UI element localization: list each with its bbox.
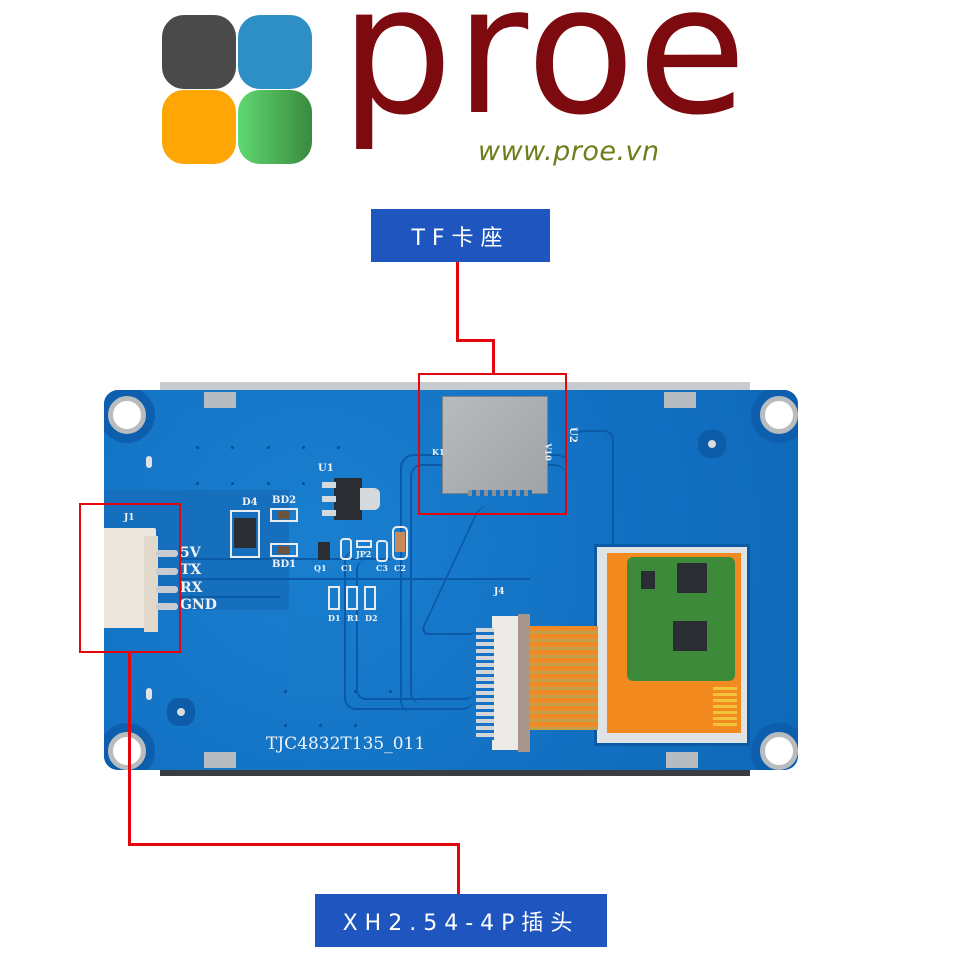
lcd-frame-bottom-edge: [160, 768, 750, 776]
silk-u2: U2: [566, 427, 578, 443]
trace: [344, 550, 474, 710]
callout-tf-slot: TF卡座: [371, 209, 550, 262]
u1-pin: [322, 482, 336, 488]
highlight-tf-slot: [418, 373, 567, 515]
lcd-gold-fingers: [713, 687, 737, 727]
ground-pour: [289, 618, 349, 698]
mounting-hole: [108, 396, 146, 434]
silk-model-number: TJC4832T135_011: [266, 734, 426, 754]
j1-pin: [156, 550, 178, 557]
logo-square-orange: [162, 90, 236, 164]
logo-square-green: [238, 90, 312, 164]
logo-square-dark-gray: [162, 15, 236, 89]
trace: [356, 560, 474, 700]
leader-line: [456, 339, 495, 342]
callout-xh-connector-label: XH2.54-4P插头: [342, 910, 580, 936]
logo-url: www.proe.vn: [478, 136, 660, 167]
silk-j1: J1: [124, 513, 135, 523]
mounting-hole: [760, 732, 798, 770]
r1-pads: [346, 586, 358, 610]
bd1-bead: [278, 546, 290, 554]
slot-mark: [146, 688, 152, 700]
bd1-pads: [270, 543, 298, 557]
u1-pin: [322, 496, 336, 502]
frame-tab: [204, 392, 236, 408]
silk-j4: J4: [494, 587, 505, 597]
silk-c1: C1: [341, 563, 353, 573]
silk-pin-tx: TX: [180, 562, 202, 578]
silk-q1: Q1: [314, 563, 327, 573]
leader-line: [492, 339, 495, 375]
trace: [180, 596, 280, 598]
j1-pin: [156, 603, 178, 610]
c3-pads: [376, 540, 388, 562]
c1-pads: [340, 538, 352, 560]
silk-pin-5v: 5V: [180, 545, 201, 561]
lcd-small-ic: [641, 571, 655, 589]
c2-capacitor: [395, 532, 405, 552]
lcd-frame-top-edge: [160, 382, 750, 392]
bd2-bead: [278, 511, 290, 519]
u1-tab: [360, 488, 380, 510]
tf-card-slot: [442, 396, 548, 494]
c2-pads: [392, 526, 408, 560]
leader-line: [128, 843, 460, 846]
fpc-ribbon: [530, 626, 598, 730]
silk-jp2: JP2: [356, 549, 372, 559]
mounting-hole: [108, 732, 146, 770]
tf-card-contacts: [468, 490, 532, 496]
silk-pin-rx: RX: [180, 580, 203, 596]
silk-d1: D1: [328, 613, 341, 623]
silk-k1: K1: [432, 447, 445, 457]
lcd-driver-window: [594, 544, 750, 746]
silk-d2: D2: [365, 613, 378, 623]
logo-wordmark: proe: [340, 0, 749, 154]
d2-pads: [364, 586, 376, 610]
silk-d4: D4: [242, 497, 258, 508]
frame-tab: [204, 752, 236, 768]
logo-square-blue: [238, 15, 312, 89]
mounting-hole: [760, 396, 798, 434]
silk-bd2: BD2: [272, 495, 297, 506]
trace: [180, 578, 530, 580]
via: [177, 708, 185, 716]
callout-xh-connector: XH2.54-4P插头: [315, 894, 607, 947]
u1-pin: [322, 510, 336, 516]
j1-pin: [156, 568, 178, 575]
via: [708, 440, 716, 448]
j4-fpc-pins: [476, 628, 494, 740]
d4-diode: [234, 518, 256, 548]
silk-c3: C3: [376, 563, 388, 573]
d4-pads: [230, 510, 260, 558]
slot-mark: [146, 456, 152, 468]
d1-pads: [328, 586, 340, 610]
frame-tab: [666, 752, 698, 768]
u1-regulator: [334, 478, 362, 520]
bd2-pads: [270, 508, 298, 522]
lcd-driver-ic: [677, 563, 707, 593]
trace: [180, 558, 390, 560]
silk-c2: C2: [394, 563, 406, 573]
lcd-flash-ic: [673, 621, 707, 651]
j4-fpc-connector: [492, 616, 522, 750]
j1-pin: [156, 586, 178, 593]
leader-line: [457, 843, 460, 894]
highlight-j1-connector: [79, 503, 181, 653]
silk-bd1: BD1: [272, 559, 297, 570]
leader-line: [128, 652, 131, 846]
j4-fpc-latch: [518, 614, 530, 752]
callout-tf-slot-label: TF卡座: [411, 225, 510, 251]
silk-u1: U1: [318, 463, 334, 474]
jp2-pads: [356, 540, 372, 548]
q1-transistor: [318, 542, 330, 560]
frame-tab: [664, 392, 696, 408]
j1-xh-connector-side: [144, 536, 158, 632]
silk-pin-gnd: GND: [180, 597, 217, 613]
leader-line: [456, 262, 459, 342]
silk-r1: R1: [347, 613, 360, 623]
